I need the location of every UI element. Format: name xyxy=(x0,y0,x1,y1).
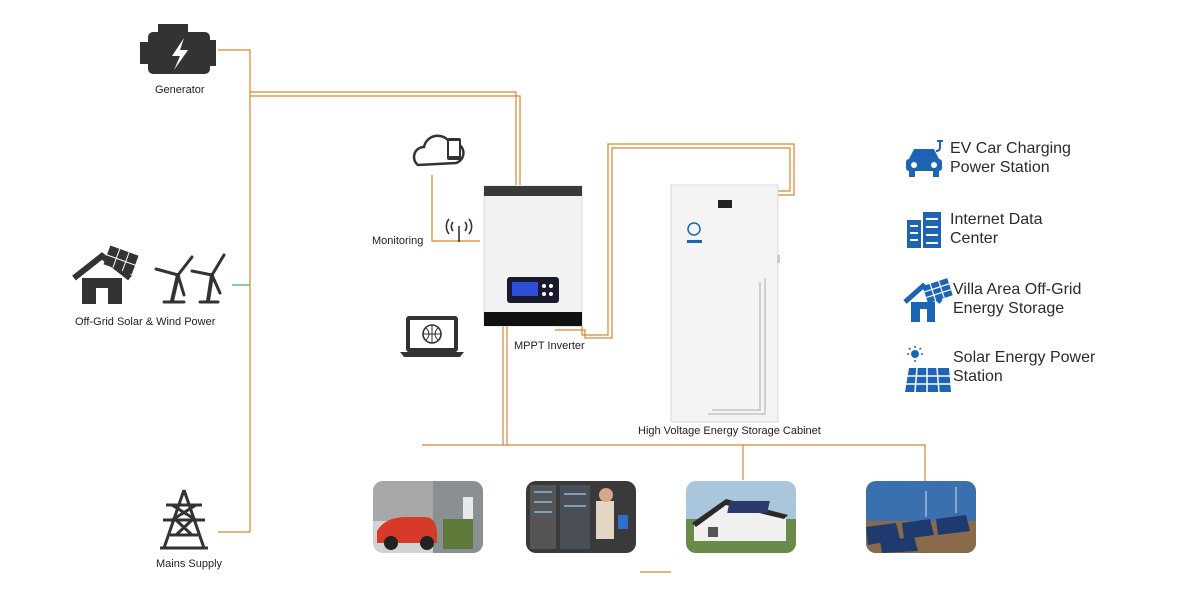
monitoring-label: Monitoring xyxy=(372,235,423,247)
cabinet-label: High Voltage Energy Storage Cabinet xyxy=(638,425,821,437)
legend-villa-text: Villa Area Off-Grid Energy Storage xyxy=(953,280,1081,318)
ev-charging-photo xyxy=(373,481,483,553)
wind-turbine-icon xyxy=(156,255,224,302)
transmission-tower-icon xyxy=(160,490,208,548)
solar-farm-photo xyxy=(866,481,976,553)
generator-icon xyxy=(140,24,216,74)
data-center-icon xyxy=(903,208,947,252)
mains-label: Mains Supply xyxy=(156,558,222,570)
generator-label: Generator xyxy=(155,84,205,96)
villa-solar-icon xyxy=(903,278,953,326)
legend-data-center: Internet Data Center xyxy=(903,208,1153,258)
energy-storage-cabinet xyxy=(671,185,780,422)
legend-villa: Villa Area Off-Grid Energy Storage xyxy=(903,278,1153,328)
legend-solar-text: Solar Energy Power Station xyxy=(953,348,1095,386)
legend-solar-station: Solar Energy Power Station xyxy=(903,346,1153,396)
laptop-icon xyxy=(400,316,464,357)
house-solar-icon xyxy=(74,245,139,304)
antenna-icon xyxy=(446,219,471,242)
legend-datacenter-text: Internet Data Center xyxy=(950,210,1043,248)
solar-panel-icon xyxy=(903,346,953,396)
cloud-phone-icon xyxy=(414,136,463,165)
mppt-inverter xyxy=(484,186,582,326)
data-center-photo xyxy=(526,481,636,553)
legend-ev-charging: EV Car Charging Power Station xyxy=(903,137,1153,187)
inverter-label: MPPT Inverter xyxy=(514,340,585,352)
offgrid-label: Off-Grid Solar & Wind Power xyxy=(75,316,215,328)
ev-charging-icon xyxy=(903,137,947,181)
legend-ev-text: EV Car Charging Power Station xyxy=(950,139,1071,177)
villa-photo xyxy=(686,481,796,553)
